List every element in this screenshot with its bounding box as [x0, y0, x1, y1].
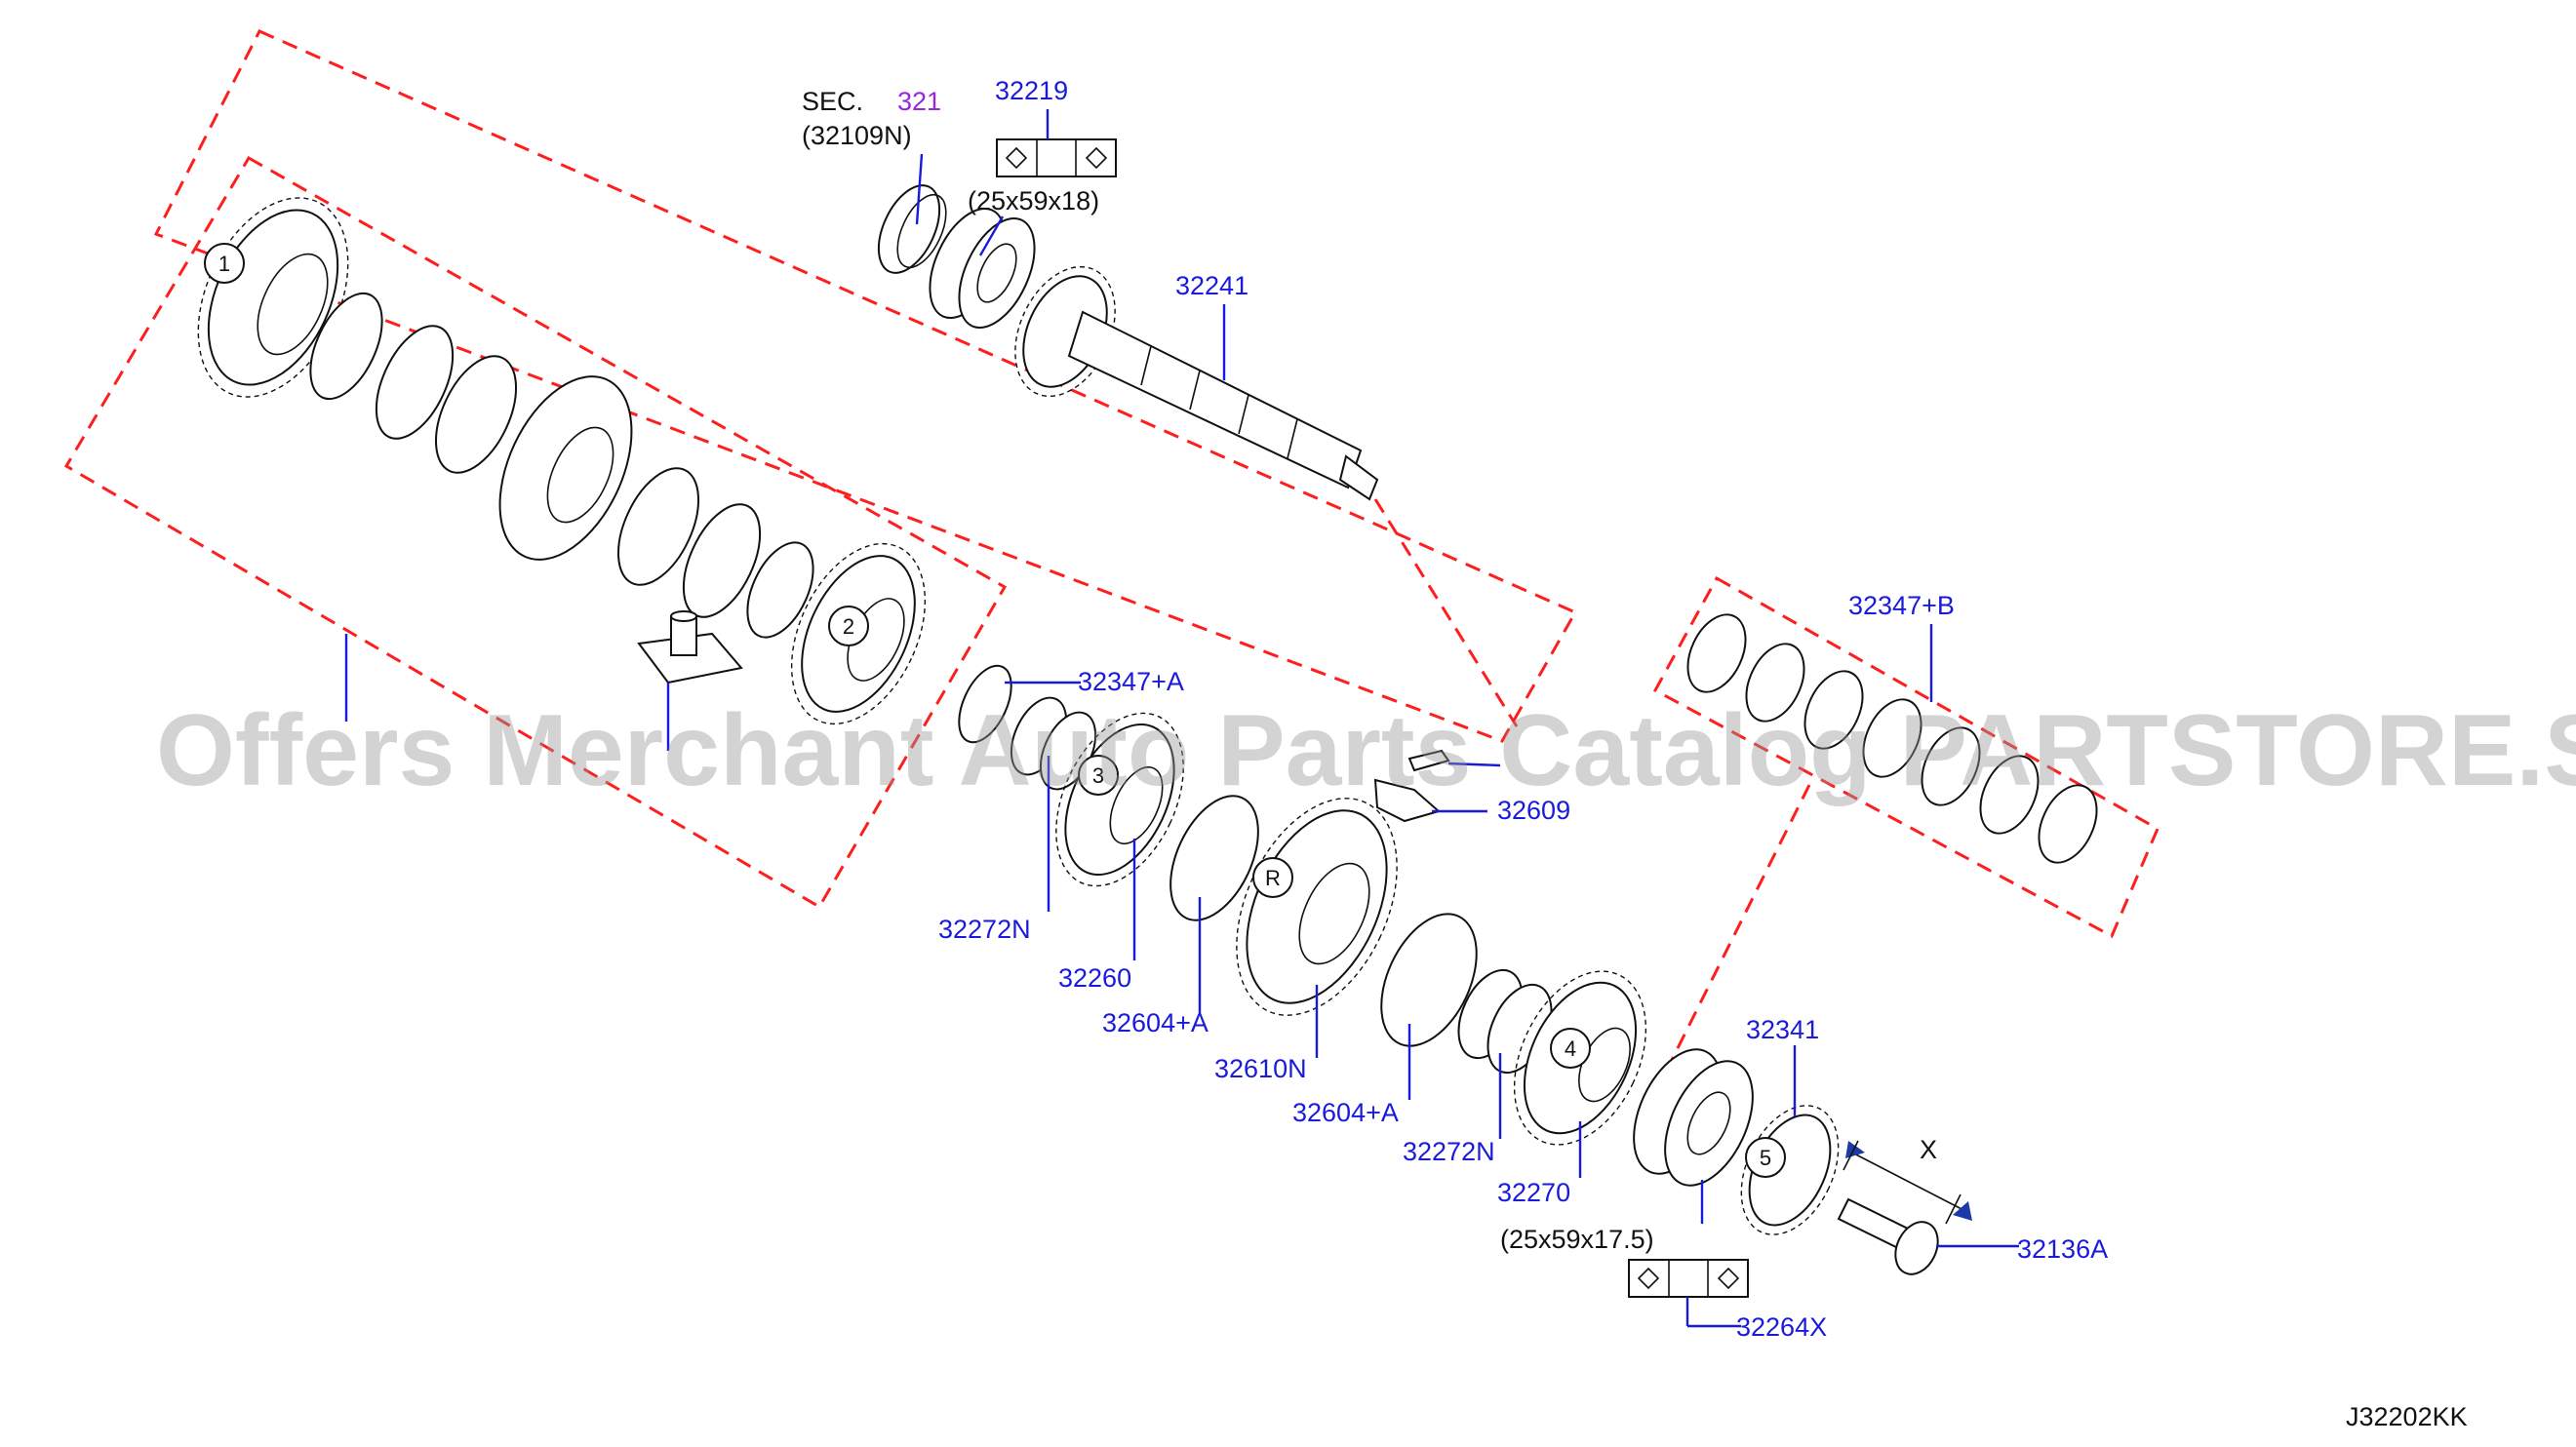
svg-text:2: 2 [843, 614, 854, 639]
label-32260[interactable]: 32260 [1058, 963, 1131, 993]
shim-32347A [958, 664, 1012, 744]
gear-marker-3: 3 [1078, 755, 1119, 796]
label-32347B[interactable]: 32347+B [1848, 591, 1955, 620]
dashed-group-outer [153, 29, 1578, 743]
gear-marker-1: 1 [204, 243, 245, 284]
label-sec-ref[interactable]: 321 [897, 87, 941, 116]
bearing-32264X [1633, 1048, 1754, 1187]
bearing-symbol-lower [1628, 1259, 1749, 1298]
label-32341[interactable]: 32341 [1746, 1015, 1819, 1044]
ring-d [616, 467, 700, 586]
dashed-group-shims [1652, 575, 2160, 939]
reverse-hub [1236, 798, 1398, 1016]
dimension-x-marker [1843, 1140, 1972, 1225]
leader-lines [344, 109, 2019, 1328]
svg-text:R: R [1265, 866, 1281, 890]
label-32219[interactable]: 32219 [995, 76, 1068, 105]
gear-marker-r: R [1252, 857, 1293, 898]
bolt-32136A [1837, 1197, 1939, 1275]
label-32604A-b[interactable]: 32604+A [1292, 1098, 1399, 1127]
ring-a [309, 292, 383, 401]
label-bearing2-dims: (25x59x17.5) [1500, 1225, 1654, 1254]
label-sec-sub[interactable]: (32109N) [802, 121, 912, 150]
bearing-symbol-upper [996, 138, 1117, 177]
ring-b [375, 325, 455, 440]
gear-marker-2: 2 [828, 606, 869, 646]
label-32270[interactable]: 32270 [1497, 1178, 1570, 1207]
shim-stack [1686, 613, 2098, 864]
dashed-shaft-tail [1373, 498, 1519, 727]
label-32347A[interactable]: 32347+A [1078, 667, 1184, 696]
label-32604A-a[interactable]: 32604+A [1102, 1008, 1209, 1037]
bearing-32219 [929, 207, 1036, 330]
label-32136A[interactable]: 32136A [2017, 1234, 2108, 1264]
watermark: Offers Merchant Auto Parts Catalog PARTS… [156, 694, 2576, 807]
diagram-code: J32202KK [2346, 1402, 2468, 1431]
snap-ring-sec [877, 184, 947, 274]
label-bearing1-dims: (25x59x18) [968, 186, 1099, 215]
svg-text:1: 1 [218, 252, 230, 276]
svg-text:3: 3 [1092, 763, 1104, 788]
sync-hub [498, 375, 633, 561]
label-32264X[interactable]: 32264X [1736, 1312, 1827, 1342]
label-dimension-x: X [1920, 1135, 1937, 1164]
label-32272N-a[interactable]: 32272N [938, 915, 1031, 944]
label-32609[interactable]: 32609 [1497, 796, 1570, 825]
mainshaft-32241 [1014, 265, 1379, 501]
ring-f [746, 541, 814, 639]
insert-32316 [637, 610, 743, 684]
svg-text:5: 5 [1760, 1146, 1771, 1170]
baulk-ring-b [1380, 913, 1478, 1047]
svg-text:4: 4 [1565, 1036, 1576, 1061]
label-32241[interactable]: 32241 [1175, 271, 1248, 300]
label-sec[interactable]: SEC. [802, 87, 863, 116]
dashed-lead-shims [1666, 784, 1811, 1069]
key-32609 [1373, 778, 1442, 823]
gear-marker-5: 5 [1745, 1137, 1786, 1178]
label-32272N-b[interactable]: 32272N [1403, 1137, 1495, 1166]
gear-marker-4: 4 [1550, 1028, 1591, 1069]
pin-32348 [1407, 749, 1450, 772]
ring-c [434, 355, 518, 474]
label-32610N[interactable]: 32610N [1214, 1054, 1307, 1083]
baulk-ring-a [1169, 795, 1259, 921]
